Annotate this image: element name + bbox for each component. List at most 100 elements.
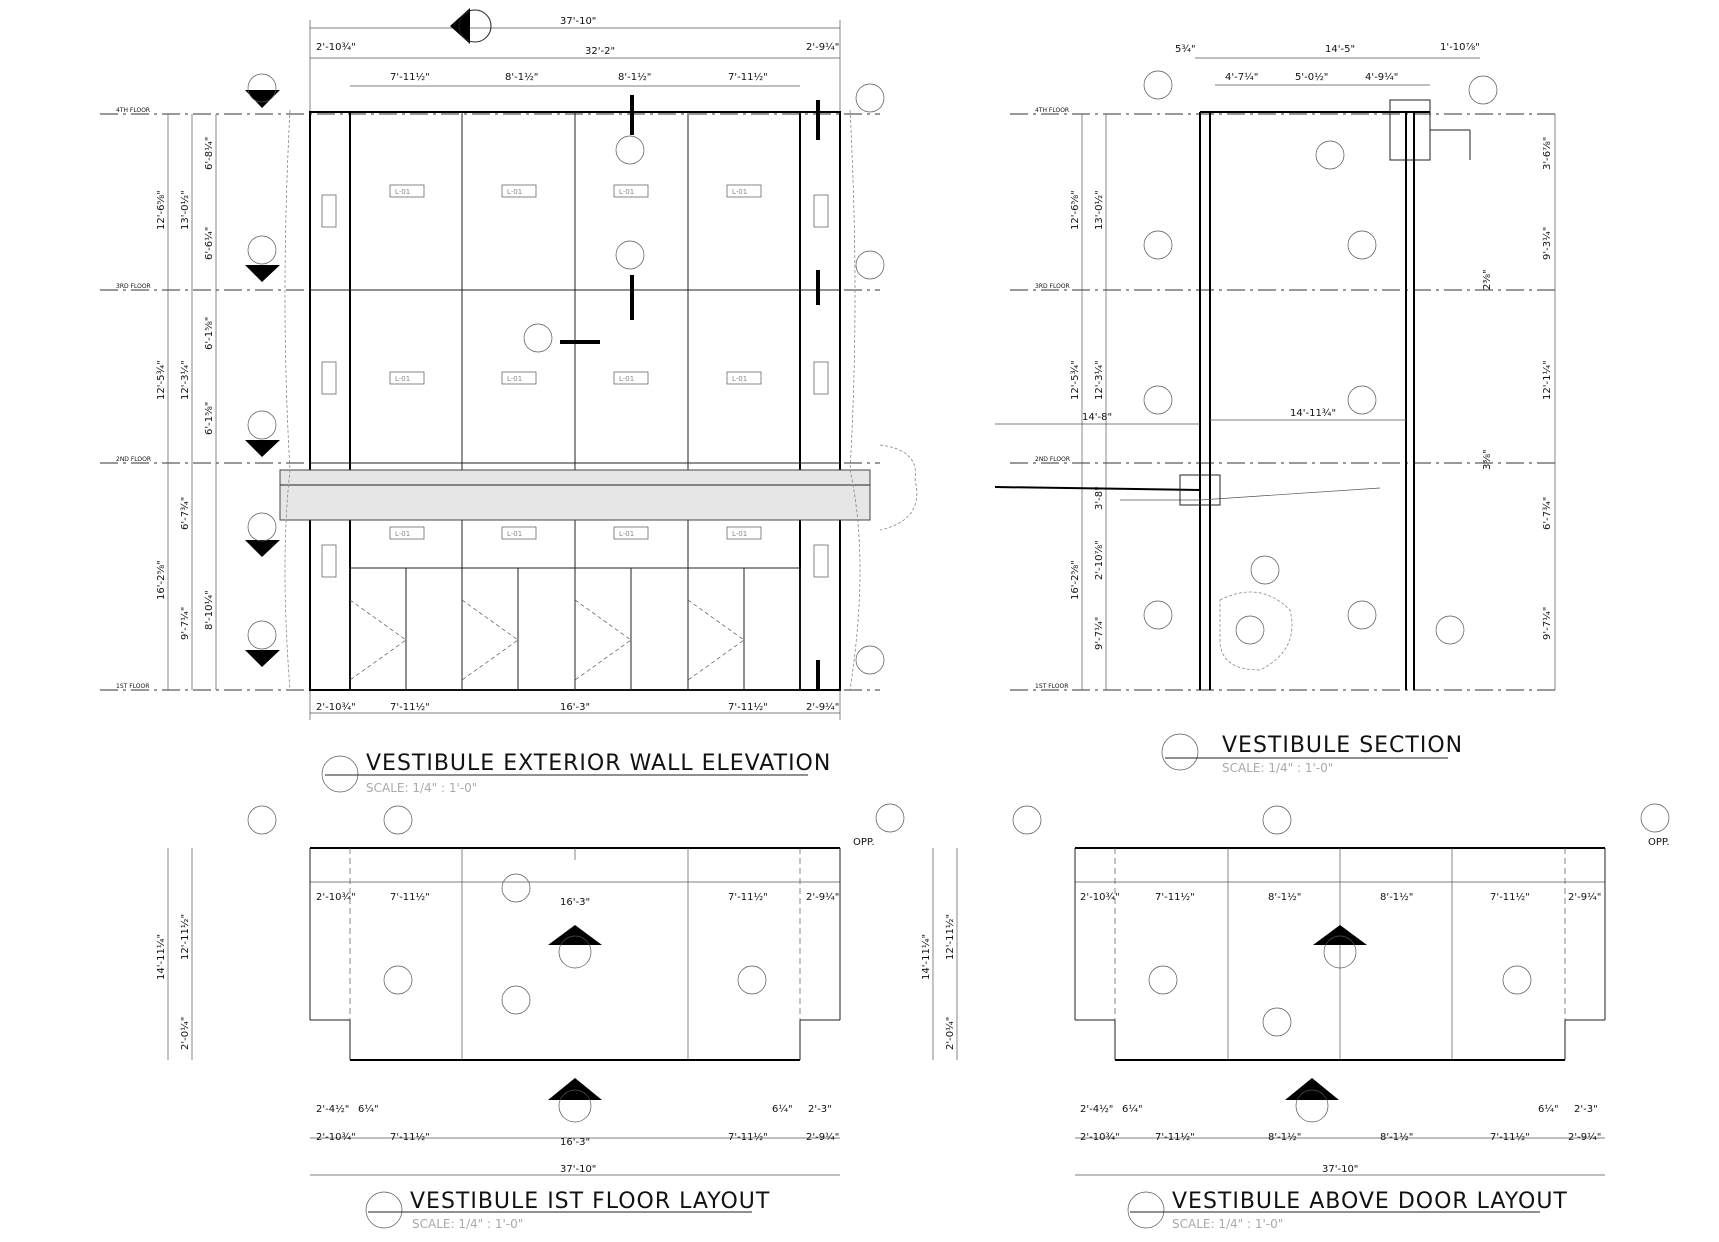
sect-level-2: 2ND FLOOR	[1035, 456, 1070, 463]
elev-left-inner-1: 13'-0½"	[179, 190, 191, 230]
elev-level-1: 1ST FLOOR	[116, 683, 149, 690]
elev-bottom-dim-3: 16'-3"	[560, 702, 590, 713]
elev-top-side-left: 2'-10¾"	[316, 42, 356, 53]
elev-left-small-3: 6'-1⅝"	[204, 317, 215, 350]
sect-right-7: 9'-7¼"	[1541, 607, 1553, 640]
ad-upper-dim-6: 2'-9¼"	[1568, 891, 1601, 903]
ad-lower-dim-4: 8'-1½"	[1380, 1131, 1413, 1143]
sect-top-sub-3: 4'-9¼"	[1365, 71, 1398, 83]
panel-tag: L-01	[732, 188, 747, 196]
ff-upper-dim-2: 7'-11½"	[390, 891, 430, 903]
elevation-drawing: 37'-10" 32'-2" 2'-10¾" 2'-9¼" 7'-11½" 8'…	[100, 8, 918, 795]
ad-opp-label: OPP.	[1648, 837, 1670, 848]
panel-tag: L-01	[395, 375, 410, 383]
sect-right-1: 3'-6⅞"	[1542, 137, 1553, 170]
panel-tag: L-01	[732, 530, 747, 538]
first-floor-drawing: 2'-10¾" 7'-11½" 16'-3" 7'-11½" 2'-9¼"	[155, 803, 905, 1231]
elev-inner-width: 32'-2"	[585, 46, 615, 57]
ad-upper-dim-5: 7'-11½"	[1490, 891, 1530, 903]
sect-canopy-dim: 14'-8"	[1082, 412, 1112, 423]
elev-bottom-dim-2: 7'-11½"	[390, 701, 430, 713]
panel-tags: L-01 L-01 L-01 L-01 L-01 L-01 L-01 L-01 …	[321, 184, 829, 578]
sect-left-inner-5: 9'-7¼"	[1093, 617, 1105, 650]
ff-upper-dim-4: 7'-11½"	[728, 891, 768, 903]
ff-lower-dim-3: 16'-3"	[560, 1137, 590, 1148]
elev-left-inner-3: 6'-7¾"	[180, 497, 191, 530]
panel-tag: L-01	[619, 188, 634, 196]
sect-left-inner-2: 12'-3¼"	[1093, 360, 1105, 400]
elev-left-inner-4: 9'-7¼"	[179, 607, 191, 640]
sect-top-left: 5¾"	[1175, 44, 1196, 55]
panel-tag: L-01	[619, 530, 634, 538]
sect-top-sub-2: 5'-0½"	[1295, 71, 1328, 83]
sect-level-1: 1ST FLOOR	[1035, 683, 1068, 690]
sect-left-outer-2: 12'-5¾"	[1070, 360, 1081, 400]
ad-detail-markers	[1012, 803, 1670, 1037]
ad-lower-dim-6: 2'-9¼"	[1568, 1131, 1601, 1143]
ad-small-dim-4: 2'-3"	[1574, 1104, 1598, 1115]
panel-tag: L-01	[619, 375, 634, 383]
ff-left-dim-2: 12'-11½"	[179, 914, 191, 960]
sect-scale: SCALE: 1/4" : 1'-0"	[1222, 761, 1333, 775]
sect-top-overall: 14'-5"	[1325, 44, 1355, 55]
elev-bottom-dim-1: 2'-10¾"	[316, 702, 356, 713]
ad-title-bubble	[1127, 1191, 1165, 1229]
ad-small-dim-3: 6¼"	[1538, 1103, 1559, 1115]
panel-tag: L-01	[395, 530, 410, 538]
sect-right-2: 9'-3¼"	[1541, 227, 1553, 260]
sect-title: VESTIBULE SECTION	[1222, 733, 1463, 758]
ad-left-dim-2: 12'-11½"	[944, 914, 956, 960]
sect-title-bubble	[1161, 733, 1199, 771]
elev-level-3: 3RD FLOOR	[116, 283, 151, 290]
ad-left-dim-1: 14'-11¼"	[920, 934, 932, 980]
section-cut-arrow-icon	[450, 8, 470, 44]
ad-left-dim-3: 2'-0¼"	[944, 1017, 956, 1050]
sect-mid-dim: 14'-11¾"	[1290, 408, 1336, 419]
ff-small-dim-2: 6¼"	[358, 1103, 379, 1115]
ff-overall-dim: 37'-10"	[560, 1164, 596, 1175]
panel-tag: L-01	[395, 188, 410, 196]
ff-section-marker-up	[548, 925, 602, 945]
sect-right-6: 6'-7¾"	[1542, 497, 1553, 530]
ad-upper-dim-2: 7'-11½"	[1155, 891, 1195, 903]
sect-right-3: 2⅜"	[1482, 269, 1493, 290]
sect-left-outer-3: 16'-2⅝"	[1070, 560, 1081, 600]
ad-upper-dim-1: 2'-10¾"	[1080, 892, 1120, 903]
elev-left-small-2: 6'-6¼"	[203, 227, 215, 260]
ff-opp-label: OPP.	[853, 837, 875, 848]
ff-section-marker-down	[548, 1078, 602, 1100]
ff-upper-dim-5: 2'-9¼"	[806, 891, 839, 903]
elev-overall-width: 37'-10"	[560, 16, 596, 27]
elev-top-bay-3: 8'-1½"	[618, 71, 651, 83]
elev-scale: SCALE: 1/4" : 1'-0"	[366, 781, 477, 795]
elev-bottom-dim-4: 7'-11½"	[728, 701, 768, 713]
elev-level-4: 4TH FLOOR	[116, 107, 150, 114]
sect-right-4: 12'-1¼"	[1541, 360, 1553, 400]
ad-upper-dim-3: 8'-1½"	[1268, 891, 1301, 903]
panel-tag: L-01	[732, 375, 747, 383]
elev-left-outer-3: 16'-2⅝"	[156, 560, 167, 600]
ff-title-bubble	[365, 1191, 403, 1229]
elev-bottom-dim-5: 2'-9¼"	[806, 701, 839, 713]
ad-lower-dim-3: 8'-1½"	[1268, 1131, 1301, 1143]
ad-lower-dim-2: 7'-11½"	[1155, 1131, 1195, 1143]
section-drawing: 14'-5" 5¾" 1'-10⅞" 4'-7¼" 5'-0½" 4'-9¼" …	[994, 42, 1560, 775]
ff-left-dim-1: 14'-11¼"	[155, 934, 167, 980]
elev-left-inner-2: 12'-3¼"	[179, 360, 191, 400]
panel-tag: L-01	[507, 530, 522, 538]
sect-left-inner-3: 3'-8"	[1094, 486, 1105, 510]
ad-small-dim-2: 6¼"	[1122, 1103, 1143, 1115]
ad-overall-dim: 37'-10"	[1322, 1164, 1358, 1175]
panel-tag: L-01	[507, 188, 522, 196]
ff-lower-dim-4: 7'-11½"	[728, 1131, 768, 1143]
sect-left-inner-4: 2'-10⅞"	[1094, 540, 1105, 580]
ff-small-dim-1: 2'-4½"	[316, 1103, 349, 1115]
panel-tag: L-01	[507, 375, 522, 383]
ad-section-marker-up	[1313, 925, 1367, 945]
ff-upper-dim-3: 16'-3"	[560, 897, 590, 908]
sect-level-3: 3RD FLOOR	[1035, 283, 1070, 290]
ff-left-dim-3: 2'-0¼"	[179, 1017, 191, 1050]
ad-lower-dim-1: 2'-10¾"	[1080, 1132, 1120, 1143]
ad-small-dim-1: 2'-4½"	[1080, 1103, 1113, 1115]
elev-top-bay-1: 7'-11½"	[390, 71, 430, 83]
